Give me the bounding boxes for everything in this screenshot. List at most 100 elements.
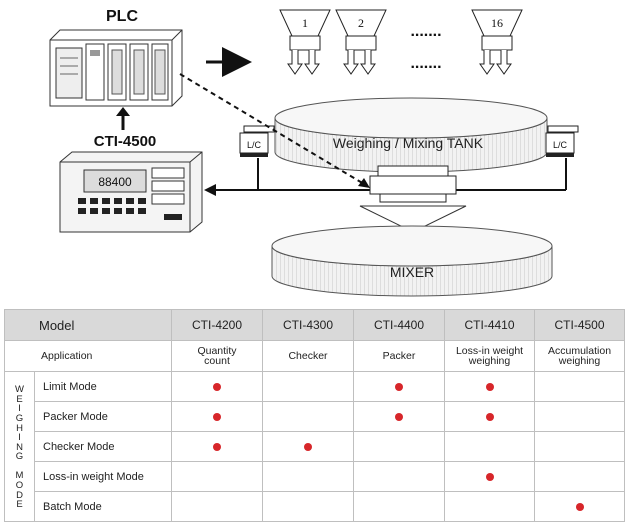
mode-cell (262, 461, 355, 492)
model-cti-4410: CTI-4410 (444, 309, 536, 341)
support-dot (485, 412, 494, 421)
mode-cell (444, 371, 536, 402)
mixer-tank (271, 225, 553, 297)
load-cell-left (239, 125, 275, 157)
mode-cell (171, 431, 264, 462)
model-header: Model (3, 309, 173, 341)
model-mode-table: Model CTI-4200 CTI-4300 CTI-4400 CTI-441… (3, 309, 626, 522)
plc-label: PLC (106, 8, 138, 25)
mode-cell (444, 401, 536, 432)
mode-name: Loss-in weight Mode (33, 461, 173, 492)
mode-cell (171, 371, 264, 402)
support-dot (213, 442, 222, 451)
vertical-label-letter: G (15, 451, 24, 463)
mode-cell (262, 401, 355, 432)
application-text-line: Checker (288, 350, 328, 362)
signal-to-indicator-arrowhead (204, 184, 216, 196)
support-dot (395, 412, 404, 421)
hopper-1 (279, 9, 331, 75)
vertical-label-letter: M (15, 470, 24, 482)
mode-cell (444, 431, 536, 462)
mode-cell (262, 431, 355, 462)
mode-cell (353, 371, 446, 402)
support-dot (485, 382, 494, 391)
vertical-label-letter: D (16, 489, 23, 501)
mode-cell (353, 431, 446, 462)
application-text-line: count (204, 355, 230, 367)
hopper-1-number: 1 (302, 16, 308, 30)
svg-text:88400: 88400 (98, 175, 132, 189)
mode-cell (171, 461, 264, 492)
mode-name: Limit Mode (33, 371, 173, 402)
mode-cell (534, 431, 626, 462)
cti-4500-indicator: 88400 (59, 151, 203, 233)
application-text-line: Packer (382, 350, 416, 362)
mode-row: Packer Mode (5, 401, 626, 432)
vertical-label-letter: I (18, 403, 21, 415)
mode-cell (534, 371, 626, 402)
application-text-line: weighing (558, 355, 601, 367)
mode-cell (171, 401, 264, 432)
load-cell-right-label: L/C (553, 140, 568, 150)
vertical-label-letter: I (18, 432, 21, 444)
tank-label: Weighing / Mixing TANK (333, 135, 484, 151)
mode-row: Loss-in weight Mode (5, 461, 626, 492)
mode-cell (534, 491, 626, 522)
application-text-line: Loss-in weight (455, 345, 524, 357)
mode-cell (262, 491, 355, 522)
support-dot (304, 442, 313, 451)
hopper-dots-bottom: ....... (410, 55, 441, 72)
application-text-line: Accumulation (548, 345, 612, 357)
vertical-label-letter: E (16, 393, 23, 405)
hopper-dots-top: ....... (410, 23, 441, 40)
hopper-16 (471, 9, 523, 75)
mode-cell (353, 491, 446, 522)
vertical-label-letter: G (15, 412, 24, 424)
load-cell-left-label: L/C (247, 140, 262, 150)
vertical-label-letter: W (15, 384, 24, 396)
table-header-row: Model CTI-4200 CTI-4300 CTI-4400 CTI-441… (3, 309, 626, 341)
application-text-line: weighing (468, 355, 511, 367)
vertical-label-letter: H (16, 422, 23, 434)
indicator-to-plc-arrow (116, 107, 130, 130)
mode-cell (171, 491, 264, 522)
hopper-2-number: 2 (358, 16, 364, 30)
hopper-16-number: 16 (491, 16, 503, 30)
application-cell: Checker (262, 340, 355, 372)
mode-cell (534, 401, 626, 432)
mode-name: Checker Mode (33, 431, 173, 462)
application-cell: Packer (353, 340, 446, 372)
load-cell-right (545, 125, 579, 157)
mode-row: Batch Mode (5, 491, 626, 522)
mode-cell (534, 461, 626, 492)
indicator-label: CTI-4500 (94, 133, 157, 150)
mode-cell (262, 371, 355, 402)
mode-cell (444, 461, 536, 492)
weighing-mixing-tank (274, 97, 548, 173)
mixer-label: MIXER (390, 264, 434, 280)
plc-unit (49, 29, 183, 107)
mode-cell (353, 401, 446, 432)
support-dot (213, 412, 222, 421)
vertical-label-letter: N (16, 441, 23, 453)
application-label: Application (3, 340, 173, 372)
support-dot (213, 382, 222, 391)
support-dot (575, 502, 584, 511)
dashed-line-arrowhead (358, 178, 370, 188)
model-cti-4200: CTI-4200 (171, 309, 264, 341)
mode-cell (444, 491, 536, 522)
model-cti-4500: CTI-4500 (534, 309, 626, 341)
support-dot (395, 382, 404, 391)
discharge-arrow (359, 205, 467, 233)
mode-name: Packer Mode (33, 401, 173, 432)
mode-cell (353, 461, 446, 492)
mode-row: Checker Mode (5, 431, 626, 462)
discharge-valve (369, 165, 457, 203)
hopper-2 (335, 9, 387, 75)
